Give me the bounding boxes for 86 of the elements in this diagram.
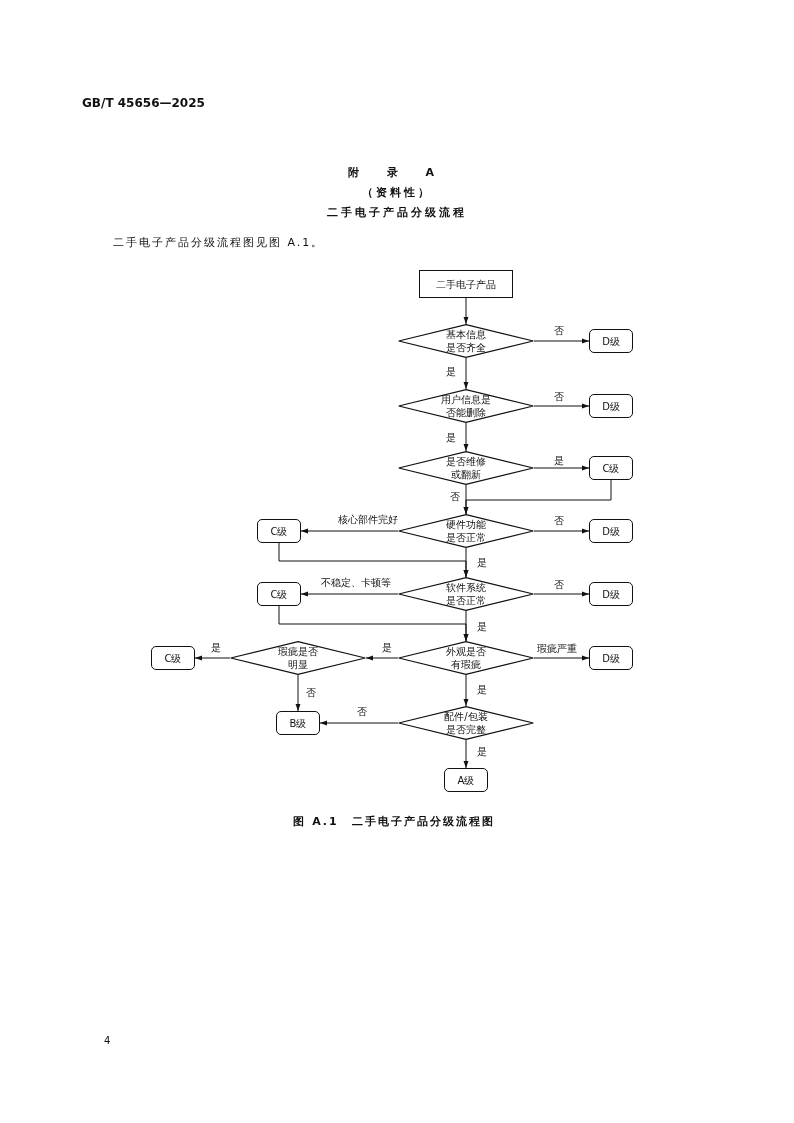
node-text: C级 [270,587,288,601]
page-number: 4 [104,1035,111,1046]
connector-arrow [533,403,590,409]
edge-label: 是 [445,367,457,377]
grade-box [589,582,633,606]
node-text: 用户信息是否能删除 [440,393,492,419]
node-text: 基本信息是否齐全 [445,328,487,354]
decision-diamond [398,451,534,485]
edge-label: 瑕疵严重 [536,644,578,654]
section-title: 二手电子产品分级流程 [327,205,467,220]
standard-number: GB/T 45656—2025 [82,96,205,110]
node-text: B级 [289,716,307,730]
edge-label: 否 [449,492,461,502]
edge-label: 否 [356,707,368,717]
edge-label: 否 [553,516,565,526]
connector-arrow [319,720,399,726]
connector-arrow [533,528,590,534]
decision-diamond [398,577,534,611]
node-text: 二手电子产品 [436,277,496,291]
edge-label: 否 [553,580,565,590]
connector-arrow [295,674,301,712]
connector-arrow [300,591,399,597]
connector-arrow [463,357,469,390]
grade-box [589,394,633,418]
node-text: 软件系统是否正常 [445,581,487,607]
node-text: C级 [602,461,620,475]
node-text: D级 [602,587,620,601]
connector-arrow [533,655,590,661]
connector-arrow [463,297,469,325]
grade-box [444,768,488,792]
edge-label: 是 [381,643,393,653]
node-text: 配件/包装是否完整 [443,710,489,736]
edge-label: 是 [476,747,488,757]
node-text: 硬件功能是否正常 [445,518,487,544]
node-text: D级 [602,524,620,538]
edge-label: 否 [553,326,565,336]
node-text: D级 [602,399,620,413]
connector-arrow [533,465,590,471]
edge-label: 是 [553,456,565,466]
edge-label: 是 [476,558,488,568]
grade-box [276,711,320,735]
decision-diamond [398,324,534,358]
grade-box [589,456,633,480]
node-text: C级 [270,524,288,538]
edge-label: 是 [476,622,488,632]
decision-diamond [230,641,366,675]
connector-arrow [533,591,590,597]
connector-arrow [463,674,469,707]
connector-arrow [278,605,469,642]
edge-label: 是 [476,685,488,695]
decision-diamond [398,389,534,423]
grade-box [589,519,633,543]
node-text: D级 [602,334,620,348]
edge-label: 否 [553,392,565,402]
annex-heading: 附 录 A [347,165,447,180]
edge-label: 是 [210,643,222,653]
connector-arrow [300,528,399,534]
decision-diamond [398,706,534,740]
node-text: D级 [602,651,620,665]
grade-box [589,646,633,670]
connector-arrow [463,479,612,515]
annex-note: （资料性） [362,185,432,200]
grade-box [589,329,633,353]
start-box [419,270,513,298]
body-text: 二手电子产品分级流程图见图 A.1。 [113,235,325,250]
connector-arrow [365,655,399,661]
connector-arrow [194,655,231,661]
connector-arrow [463,739,469,769]
edge-label: 是 [445,433,457,443]
node-text: 瑕疵是否明显 [277,645,319,671]
decision-diamond [398,641,534,675]
node-text: 是否维修或翻新 [445,455,487,481]
node-text: A级 [457,773,475,787]
edge-label: 否 [305,688,317,698]
grade-box [151,646,195,670]
figure-caption: 图 A.1 二手电子产品分级流程图 [293,814,495,829]
connector-arrow [278,542,469,578]
grade-box [257,582,301,606]
connector-arrow [463,422,469,452]
edge-label: 不稳定、卡顿等 [320,578,392,588]
node-text: 外观是否有瑕疵 [445,645,487,671]
grade-box [257,519,301,543]
node-text: C级 [164,651,182,665]
edge-label: 核心部件完好 [337,515,399,525]
connector-arrow [533,338,590,344]
decision-diamond [398,514,534,548]
